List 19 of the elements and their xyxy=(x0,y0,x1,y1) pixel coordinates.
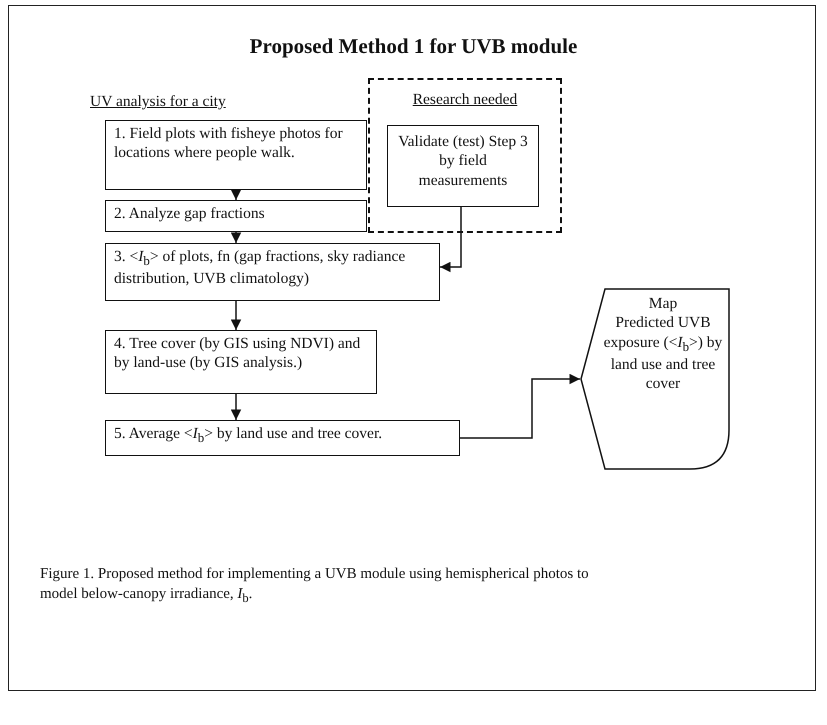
arrow xyxy=(460,374,580,439)
process-box: 2. Analyze gap fractions xyxy=(105,200,367,232)
process-box: 4. Tree cover (by GIS using NDVI) and by land-use (by GIS analysis.) xyxy=(105,330,377,394)
node-heading: Map xyxy=(648,294,678,314)
process-box: Validate (test) Step 3 by field measurements xyxy=(387,125,539,207)
dashed-group-box xyxy=(368,78,562,233)
arrow xyxy=(440,205,462,272)
arrow xyxy=(230,232,242,243)
process-box: 5. Average <I$_{b}$> by land use and tree cover. xyxy=(105,420,460,456)
process-box: 3. <I$_{b}$> of plots, fn (gap fractions, sky radiance distribution, UVB climatology) xyxy=(105,243,440,301)
arrow xyxy=(230,394,242,420)
section-heading: UV analysis for a city xyxy=(90,93,226,111)
group-heading: Research needed xyxy=(412,90,518,110)
arrow xyxy=(230,301,242,330)
arrow xyxy=(230,190,242,200)
figure-caption: Figure 1. Proposed method for implementing a UVB module using hemispherical photos to model below-canopy irradiance, I$_{b}$. xyxy=(40,565,590,606)
diagram-title: Proposed Method 1 for UVB module xyxy=(248,34,578,59)
process-box: 1. Field plots with fisheye photos for locations where people walk. xyxy=(105,120,367,190)
node-text: Predicted UVB exposure (<I$_{b}$>) by land use and tree cover xyxy=(602,313,724,394)
